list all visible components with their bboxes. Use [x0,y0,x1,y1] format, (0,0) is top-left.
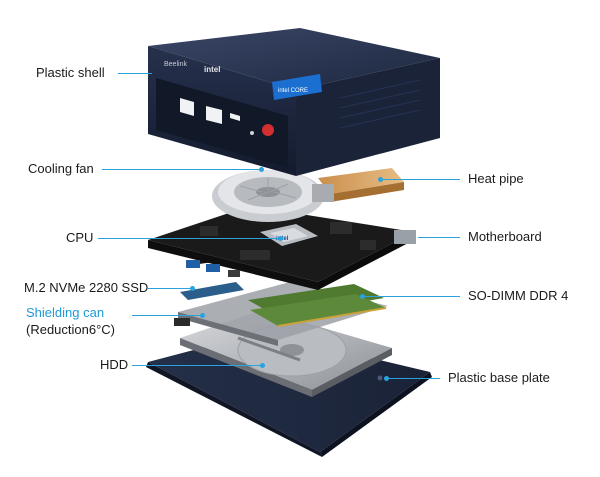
label-motherboard: Motherboard [468,229,542,244]
label-reduction: (Reduction6°C) [26,322,116,337]
label-base-plate: Plastic base plate [448,370,550,385]
cooling-fan [212,170,334,222]
cpu-leader [98,238,280,239]
label-cpu: CPU [66,230,94,245]
label-so-dimm: SO-DIMM DDR 4 [468,288,569,303]
shielding-can-leader [132,315,202,316]
brand-logo: Beelink [164,61,187,68]
label-hdd: HDD [100,357,129,372]
ssd-leader-dot [190,286,195,291]
ssd-leader [148,288,192,289]
base-plate-leader [388,378,440,379]
cooling-fan-leader [102,169,262,170]
label-shielding-can: Shielding can [26,305,105,320]
heat-pipe-leader-dot [378,177,383,182]
so-dimm-leader-dot [360,294,365,299]
heat-pipe [318,168,404,202]
hdd-leader [132,365,262,366]
motherboard-leader [418,237,460,238]
plastic-shell: intel CORE Beelink intel [148,28,440,176]
label-heat-pipe: Heat pipe [468,171,524,186]
heat-pipe-leader [382,179,460,180]
cpu-leader-dot [278,236,283,241]
label-ssd: M.2 NVMe 2280 SSD [24,280,149,295]
hdd-leader-dot [260,363,265,368]
motherboard: intel [148,206,416,290]
label-plastic-shell: Plastic shell [36,65,105,80]
intel-logo: intel [204,65,220,74]
plastic-shell-leader [118,73,152,74]
label-cooling-fan: Cooling fan [28,161,94,176]
cooling-fan-leader-dot [259,167,264,172]
shielding-can-leader-dot [200,313,205,318]
intel-core-sticker: intel CORE [278,88,308,94]
so-dimm-leader [364,296,460,297]
base-plate-leader-dot [384,376,389,381]
